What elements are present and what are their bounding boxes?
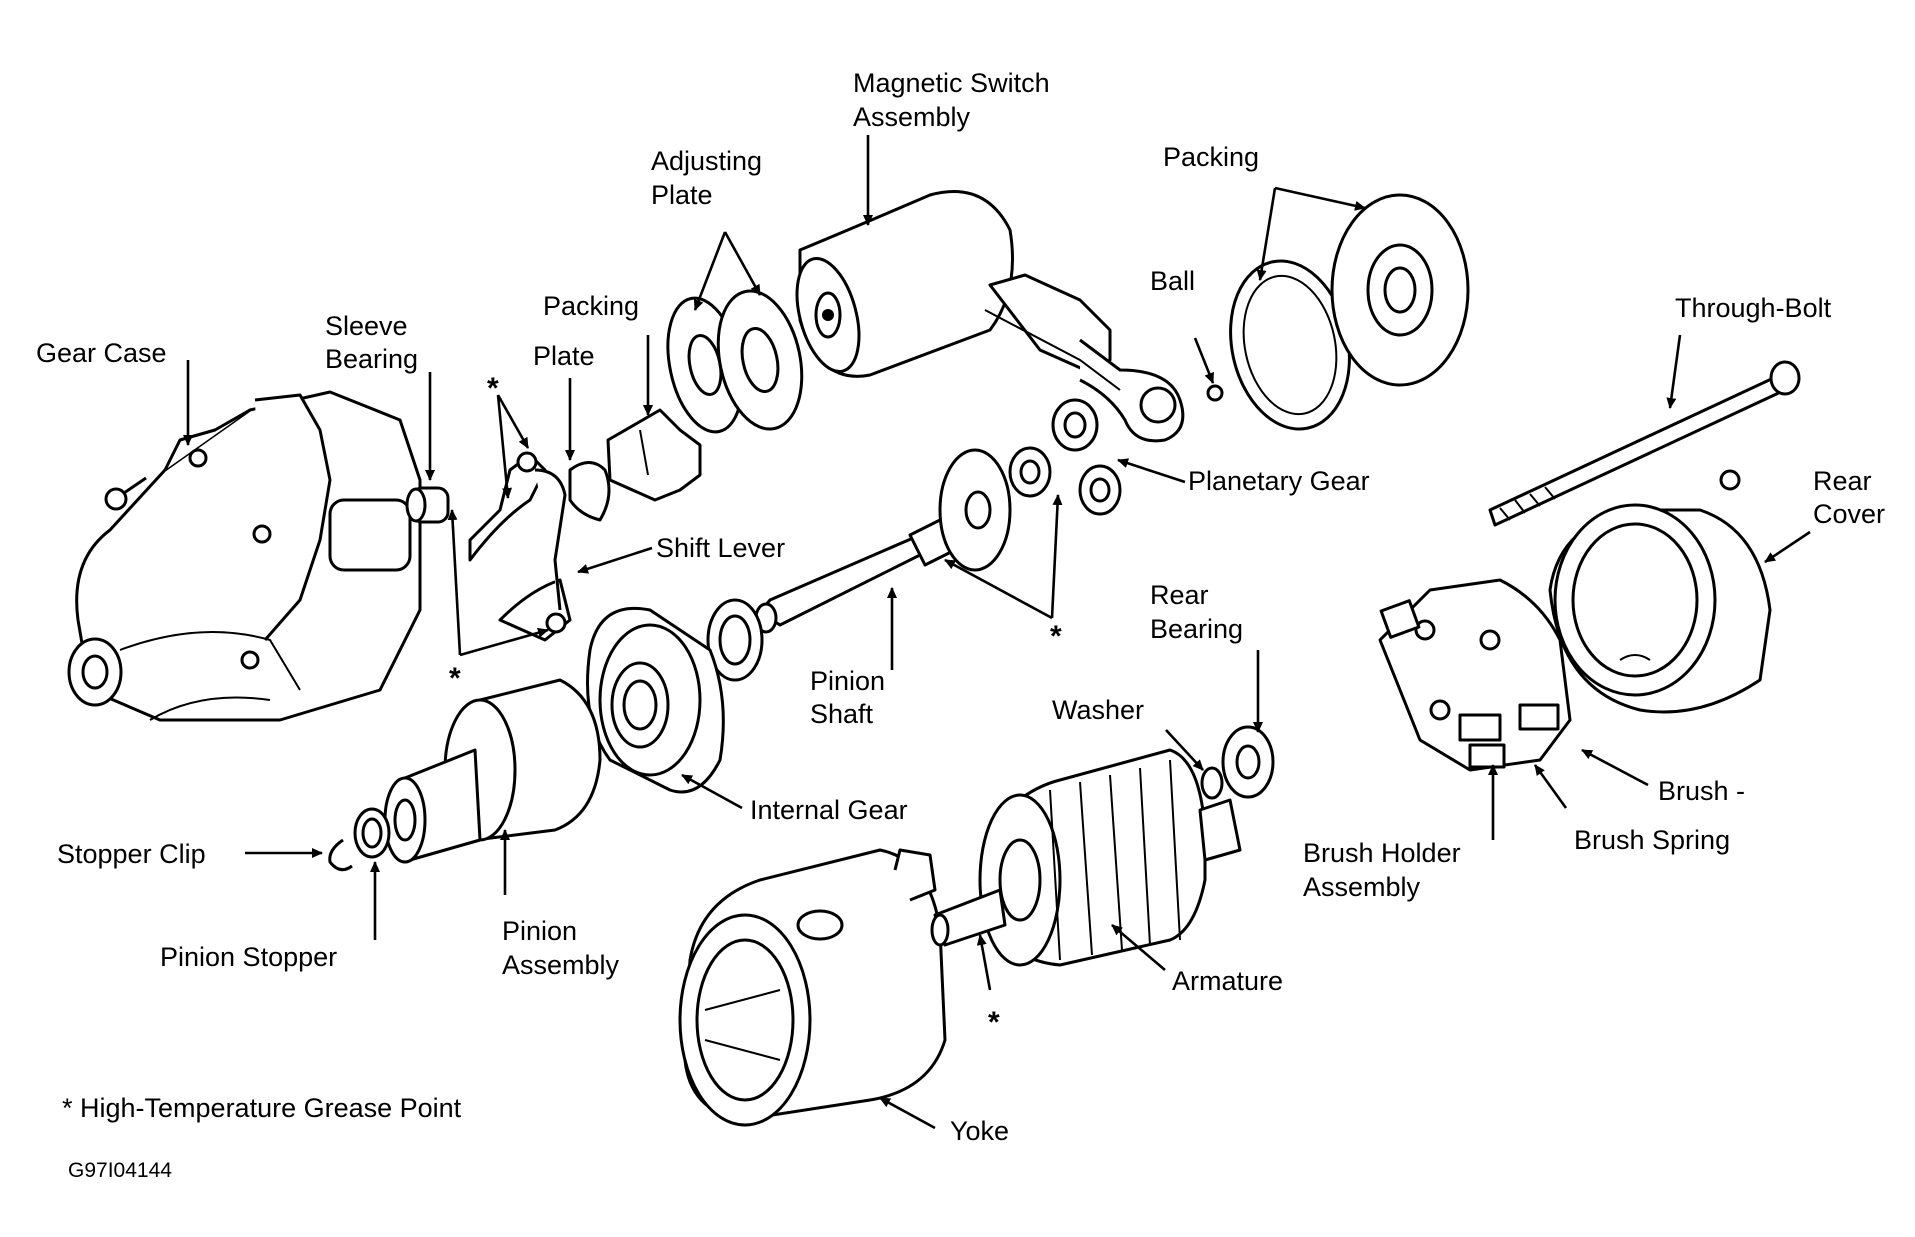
- figure-code: G97I04144: [68, 1159, 172, 1182]
- label-rear-bearing-line2: Bearing: [1150, 614, 1243, 644]
- label-brush: Brush -: [1658, 776, 1745, 806]
- label-rear-cover-line2: Cover: [1813, 499, 1885, 529]
- label-packing-plate-line1: Packing: [543, 291, 639, 321]
- ball-part: [1206, 384, 1224, 402]
- grease-marker-lever-top: *: [487, 372, 499, 405]
- label-packing: Packing: [1163, 142, 1259, 172]
- washer-part: [1200, 766, 1224, 800]
- label-adjusting-plate-line2: Plate: [651, 180, 713, 210]
- label-yoke: Yoke: [950, 1116, 1009, 1146]
- label-planetary-gear: Planetary Gear: [1188, 466, 1370, 496]
- grease-marker-armature: *: [988, 1006, 1000, 1039]
- label-gear-case: Gear Case: [36, 338, 167, 368]
- label-internal-gear: Internal Gear: [750, 795, 908, 825]
- packing-block-part: [606, 408, 702, 502]
- through-bolt-part: [1488, 360, 1801, 527]
- label-adjusting-plate-line1: Adjusting: [651, 146, 762, 176]
- packing-plate-part: [568, 461, 611, 522]
- yoke-part: [678, 848, 947, 1127]
- stopper-clip-part: [328, 838, 353, 872]
- label-brush-holder-line1: Brush Holder: [1303, 838, 1461, 868]
- packing-ring-part: [1229, 193, 1470, 431]
- grease-marker-lever-bottom: *: [449, 662, 461, 695]
- label-pinion-assembly-line2: Assembly: [502, 950, 620, 980]
- label-stopper-clip: Stopper Clip: [57, 839, 206, 869]
- pinion-shaft-part: [754, 448, 1012, 634]
- label-brush-holder-line2: Assembly: [1303, 872, 1421, 902]
- internal-gear-part: [586, 606, 725, 794]
- adjusting-plate-part: [666, 289, 804, 434]
- planetary-gear-part: [1008, 398, 1122, 516]
- label-rear-cover-line1: Rear: [1813, 466, 1872, 496]
- label-sleeve-bearing-line2: Bearing: [325, 344, 418, 374]
- label-pinion-assembly-line1: Pinion: [502, 916, 577, 946]
- label-brush-spring: Brush Spring: [1574, 825, 1730, 855]
- sleeve-bearing-part: [405, 486, 450, 524]
- gear-case-part: [67, 390, 422, 722]
- label-washer: Washer: [1052, 695, 1144, 725]
- label-sleeve-bearing-line1: Sleeve: [325, 311, 408, 341]
- brush-holder-part: [1378, 578, 1572, 772]
- washer-middle-part: [706, 598, 764, 682]
- armature-part: [930, 748, 1242, 967]
- label-rear-bearing-line1: Rear: [1150, 580, 1209, 610]
- label-magnetic-switch-line2: Assembly: [853, 102, 971, 132]
- grease-marker-planetary: *: [1050, 620, 1062, 653]
- legend-grease-point: * High-Temperature Grease Point: [62, 1093, 462, 1123]
- rear-bearing-part: [1221, 725, 1275, 799]
- label-ball: Ball: [1150, 266, 1195, 296]
- label-packing-plate-line2: Plate: [533, 341, 595, 371]
- shift-lever-part: [468, 451, 572, 642]
- leader-lines: [183, 135, 1811, 1130]
- label-pinion-shaft-line1: Pinion: [810, 666, 885, 696]
- label-through-bolt: Through-Bolt: [1675, 293, 1832, 323]
- pinion-stopper-part: [353, 807, 391, 859]
- label-shift-lever: Shift Lever: [656, 533, 785, 563]
- magnetic-switch-part: [795, 190, 1185, 443]
- label-pinion-stopper: Pinion Stopper: [160, 942, 337, 972]
- pinion-assembly-part: [383, 678, 602, 864]
- rear-cover-part: [1548, 469, 1772, 714]
- label-armature: Armature: [1172, 966, 1283, 996]
- label-pinion-shaft-line2: Shaft: [810, 699, 874, 729]
- label-magnetic-switch-line1: Magnetic Switch: [853, 68, 1050, 98]
